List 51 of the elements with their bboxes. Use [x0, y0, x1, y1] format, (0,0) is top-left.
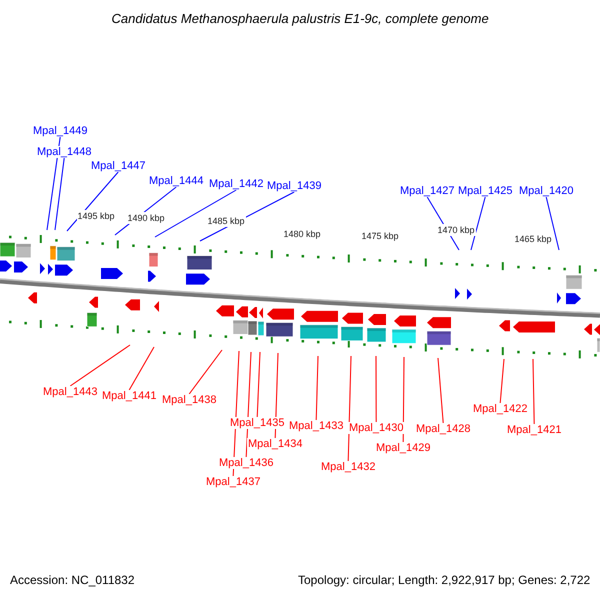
- gene-label: Mpal_1439: [266, 180, 322, 192]
- leader-line: [154, 190, 237, 238]
- gene-label: Mpal_1429: [375, 442, 432, 454]
- tick-label: 1475 kbp: [360, 230, 400, 242]
- gene-label: Mpal_1420: [518, 185, 574, 197]
- gene-label: Mpal_1442: [208, 178, 264, 190]
- gene-label: Mpal_1438: [161, 394, 218, 406]
- leader-line: [256, 352, 260, 418]
- leader-line: [188, 350, 222, 394]
- gene-label: Mpal_1434: [247, 438, 304, 450]
- leader-line: [546, 196, 560, 250]
- gene-label: Mpal_1435: [229, 417, 286, 429]
- gene-label: Mpal_1443: [42, 386, 98, 398]
- tick-label: 1485 kbp: [206, 215, 246, 227]
- leader-line: [402, 356, 404, 442]
- gene-label: Mpal_1425: [457, 185, 514, 197]
- leader-line: [470, 196, 486, 250]
- gene-label: Mpal_1433: [288, 420, 344, 432]
- leader-line: [348, 356, 352, 462]
- gene-label: Mpal_1449: [32, 125, 88, 137]
- tick-label: 1490 kbp: [126, 212, 166, 224]
- diagram-title: Candidatus Methanosphaerula palustris E1-9c, complete genome: [110, 11, 490, 26]
- tick-label: 1495 kbp: [76, 210, 116, 222]
- leader-line: [246, 352, 252, 458]
- gene-label: Mpal_1448: [36, 146, 92, 158]
- gene-label: Mpal_1436: [218, 457, 274, 469]
- leader-line: [128, 346, 154, 390]
- gene-label: Mpal_1437: [205, 476, 262, 488]
- tick-label: 1470 kbp: [436, 224, 476, 236]
- gene-label: Mpal_1444: [148, 175, 204, 187]
- gene-label: Mpal_1432: [320, 461, 376, 473]
- gene-label: Mpal_1447: [90, 160, 146, 172]
- leader-line: [274, 352, 278, 438]
- accession-text: Accession: NC_011832: [9, 574, 136, 586]
- gene-label: Mpal_1421: [506, 424, 562, 436]
- leader-line: [376, 356, 377, 422]
- leader-line: [46, 136, 61, 230]
- gene-label: Mpal_1430: [348, 422, 404, 434]
- gene-label: Mpal_1428: [415, 423, 472, 435]
- genome-summary-text: Topology: circular; Length: 2,922,917 bp; Genes: 2,722: [297, 574, 592, 586]
- leader-line: [316, 356, 318, 420]
- tick-label: 1465 kbp: [514, 233, 553, 245]
- leader-line: [532, 358, 535, 424]
- leader-line: [54, 158, 65, 230]
- gene-label: Mpal_1441: [101, 390, 158, 402]
- leader-line: [438, 358, 444, 424]
- leader-line: [500, 358, 504, 404]
- tick-label: 1480 kbp: [282, 228, 322, 240]
- gene-label: Mpal_1422: [472, 403, 528, 415]
- leader-line: [70, 344, 130, 386]
- gene-label: Mpal_1427: [399, 185, 456, 197]
